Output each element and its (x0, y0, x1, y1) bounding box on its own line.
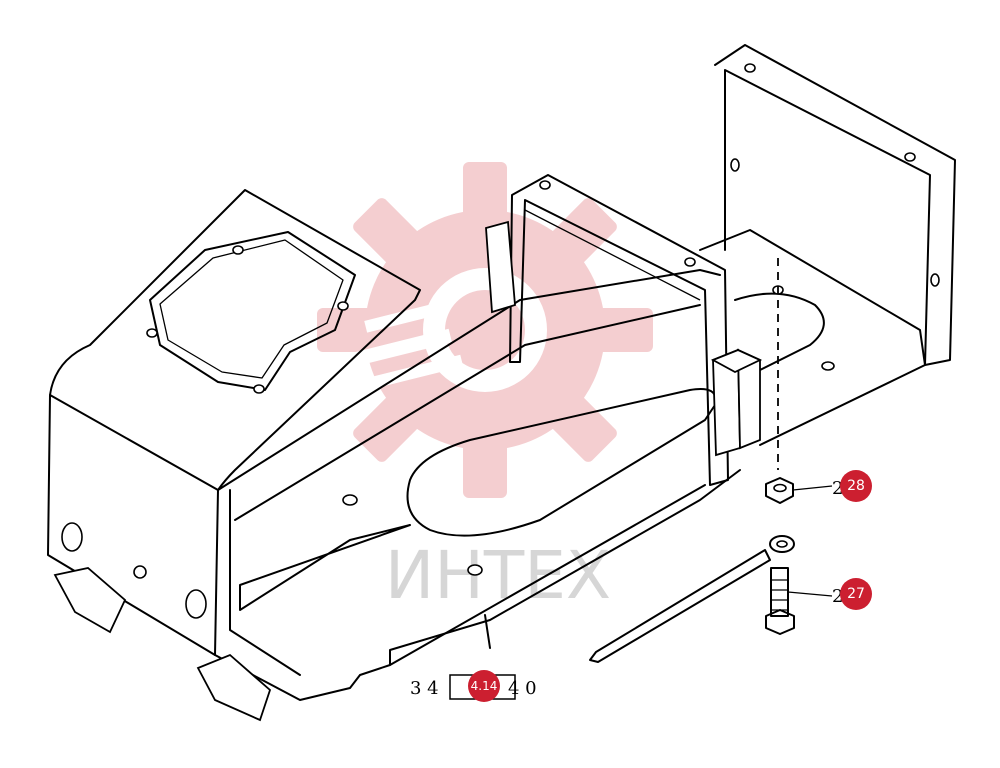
callout-28[interactable]: 28 (840, 470, 872, 502)
callout-28-label: 28 (847, 478, 865, 494)
rubber-pads (53, 220, 763, 722)
eye-bolt-icon (589, 535, 795, 663)
bolt-icon (765, 567, 833, 635)
part-number-suffix: 4 0 (508, 678, 537, 699)
gear-watermark-icon (317, 162, 653, 498)
nut-icon (765, 477, 833, 504)
callout-27-label: 27 (847, 586, 865, 602)
rear-u-frame (699, 44, 956, 446)
partial-ref-28: 2 (832, 478, 843, 499)
part-number-prefix: 3 4 (410, 678, 439, 699)
base-frame (47, 189, 741, 701)
callout-4-14[interactable]: 4.14 (468, 670, 500, 702)
watermark-text: ИНТЕХ (385, 537, 611, 614)
partial-ref-27: 2 (832, 586, 843, 607)
callout-4-14-label: 4.14 (471, 679, 498, 693)
middle-u-frame (509, 174, 729, 486)
callout-27[interactable]: 27 (840, 578, 872, 610)
